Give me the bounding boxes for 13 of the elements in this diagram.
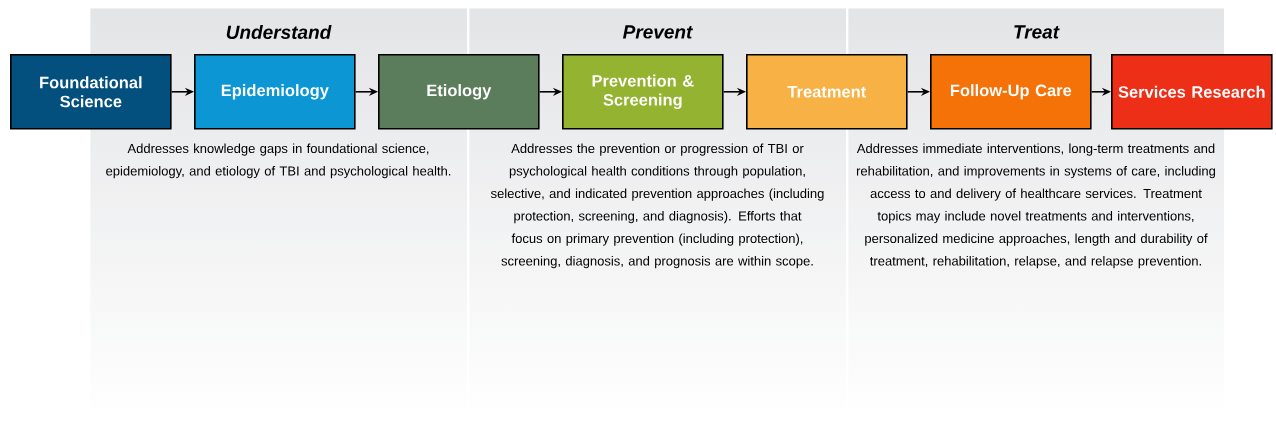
stage-heading: Understand xyxy=(226,25,332,39)
stage-heading: Prevent xyxy=(623,25,693,39)
stage-box: Etiology xyxy=(378,54,540,130)
stage-description: Addresses the prevention or progression of TBI or psychological health conditions through population, selective, and indicated prevention approaches (including protection, screening, and diagnosis). Efforts that focus on primary prevention (including protection), screening, diagnosis, and prognosis are within scope. xyxy=(490,143,824,269)
stage-description: Addresses knowledge gaps in foundational science, epidemiology, and etiology of TBI and psychological health. xyxy=(106,143,451,179)
stage-box: Services Research xyxy=(1111,54,1273,130)
stage-heading: Treat xyxy=(1014,25,1060,39)
stage-box: Treatment xyxy=(746,54,908,130)
stage-box: Prevention & Screening xyxy=(562,54,724,130)
stage-description: Addresses immediate interventions, long-term treatments and rehabilitation, and improvements in systems of care, including access to and delivery of healthcare services. Treatment topics may include novel treatments and interventions, personalized medicine approaches, length and durability of treatment, rehabilitation, relapse, and relapse prevention. xyxy=(856,143,1216,269)
stage-box: Epidemiology xyxy=(194,54,356,130)
stage-box: Foundational Science xyxy=(10,54,172,130)
stage-box: Follow-Up Care xyxy=(930,54,1092,130)
